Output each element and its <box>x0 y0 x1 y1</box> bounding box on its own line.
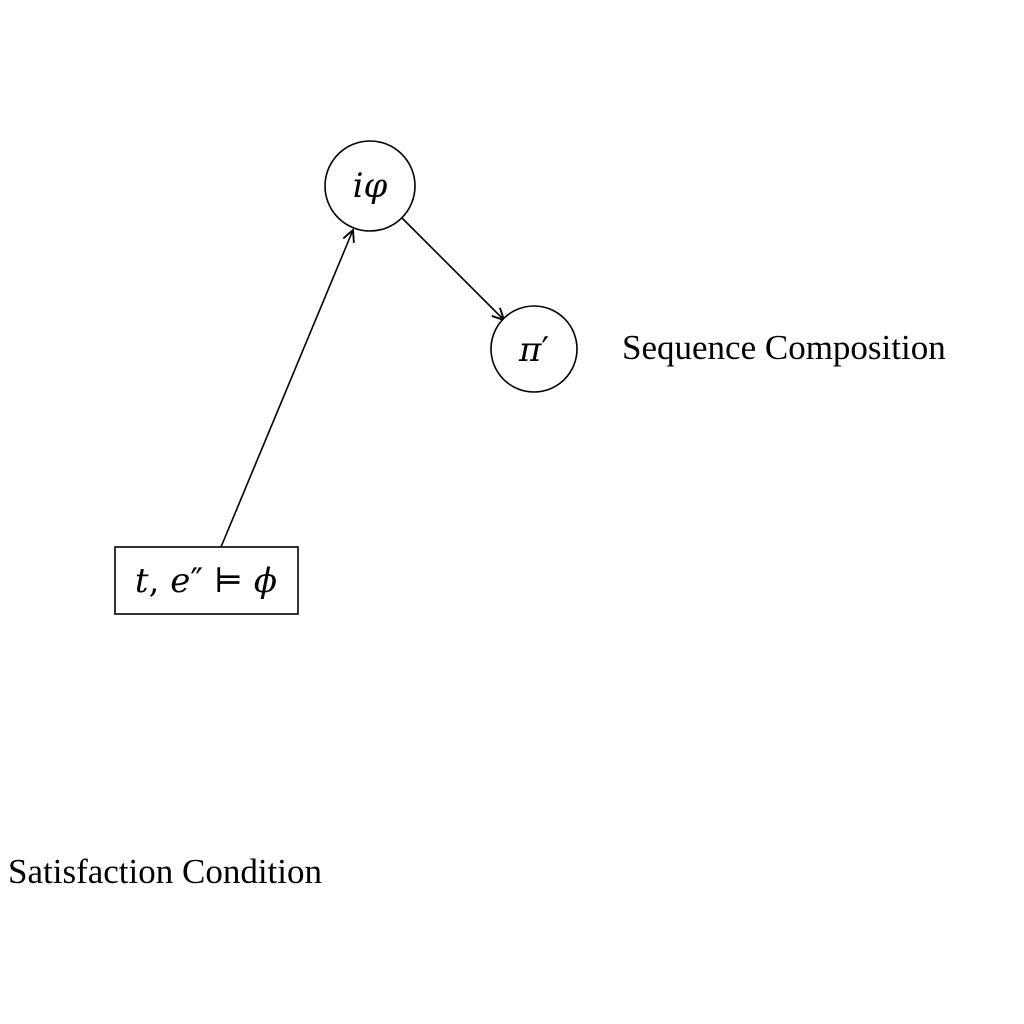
node-i-phi-circle <box>324 140 416 232</box>
label-satisfaction-condition: Satisfaction Condition <box>8 852 322 891</box>
node-pi-prime-circle <box>490 305 578 393</box>
edge-top-to-right <box>401 217 504 320</box>
node-i-phi-label: iφ <box>353 166 388 206</box>
node-pi-prime: π′ <box>490 305 578 393</box>
node-satisfaction-box: t, e″ ⊨ ϕ <box>114 546 299 615</box>
node-satisfaction-box-label: t, e″ ⊨ ϕ <box>135 561 277 601</box>
edge-box-to-top <box>220 230 353 548</box>
node-i-phi: iφ <box>324 140 416 232</box>
label-sequence-composition: Sequence Composition <box>622 328 946 367</box>
node-satisfaction-box-rect <box>114 546 299 615</box>
node-pi-prime-label: π′ <box>518 330 549 370</box>
